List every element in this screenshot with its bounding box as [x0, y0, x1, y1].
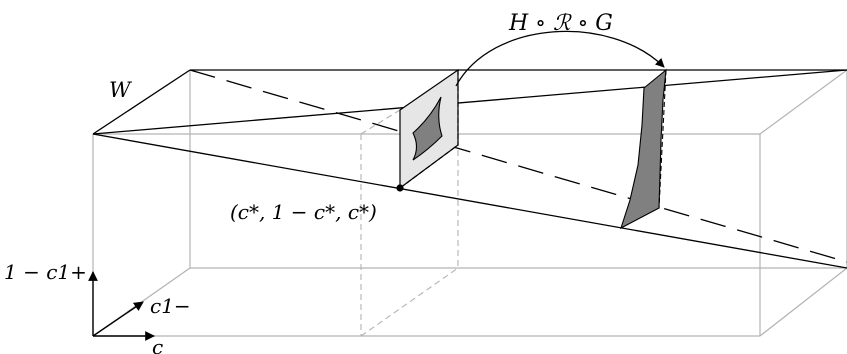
box-depth-bottom-right: [759, 267, 847, 337]
saddle-point-dot: [396, 184, 404, 192]
axis-depth-label: c1−: [150, 294, 191, 318]
image-strip: [620, 68, 667, 230]
wedge-hidden-edge: [189, 69, 847, 263]
return-map-arrow: [455, 30, 665, 87]
image-strip-shape: [620, 68, 667, 230]
wedge-W: [92, 69, 847, 269]
wedge-lower-edge: [92, 133, 847, 269]
wedge-left-top-edge: [92, 69, 191, 135]
point-label: (c*, 1 − c*, c*): [230, 200, 377, 224]
axis-horizontal-label: c: [152, 335, 163, 354]
coordinate-axes: [88, 271, 155, 341]
axis-depth-arrow: [92, 301, 144, 337]
local-section-concave-patch: [412, 96, 443, 161]
map-label: H ∘ ℛ ∘ G: [508, 11, 613, 36]
region-label-W: W: [109, 78, 133, 102]
axis-vertical-label: 1 − c1+: [4, 260, 87, 284]
box-depth-top-right: [759, 69, 847, 135]
wedge-upper-edge: [92, 69, 847, 135]
box-wireframe: [92, 69, 847, 337]
local-section: [399, 68, 459, 190]
